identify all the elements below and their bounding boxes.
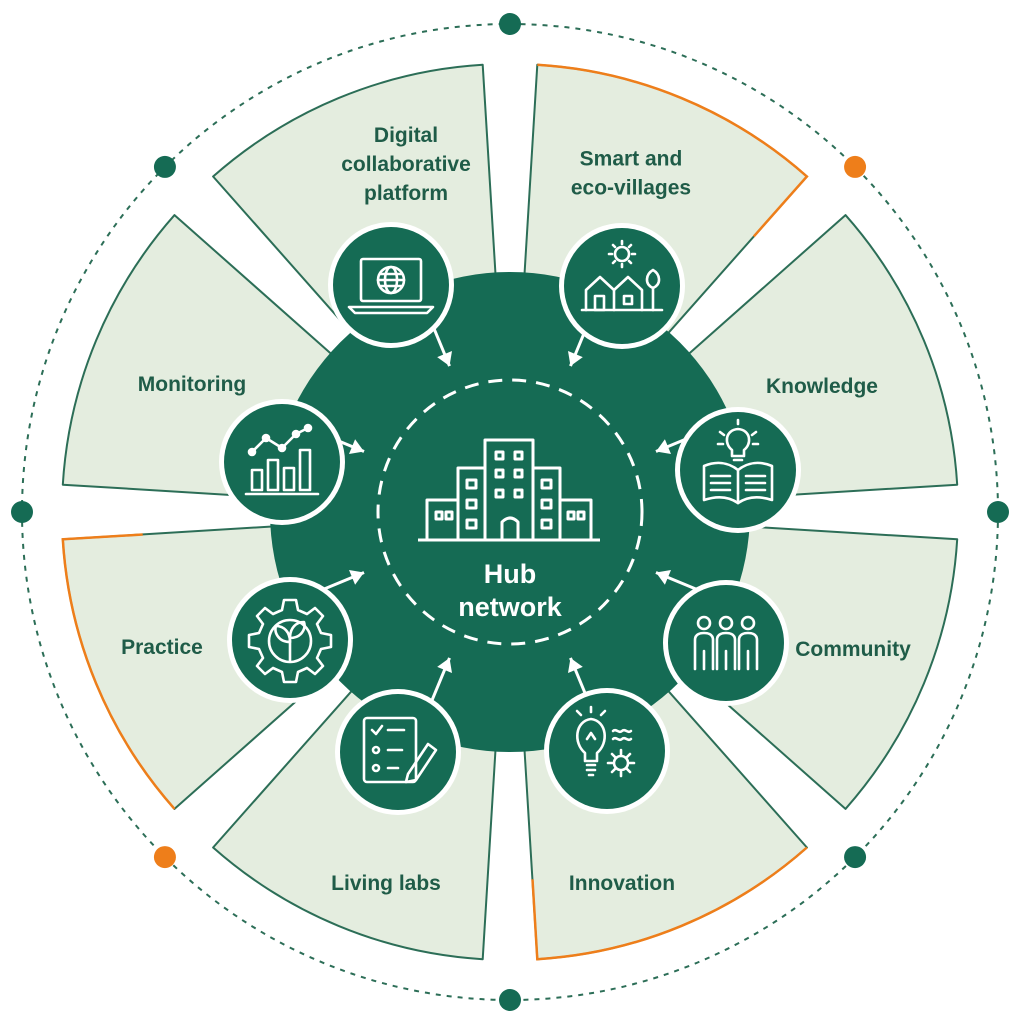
node-disc — [340, 694, 456, 810]
segment-label-knowledge: Knowledge — [766, 375, 878, 398]
segment-accent-innovation — [531, 846, 808, 961]
node-living-labs — [335, 689, 461, 815]
node-innovation — [544, 688, 670, 814]
hub-title-line2: network — [458, 592, 563, 622]
ring-dot — [153, 846, 176, 869]
node-disc — [564, 228, 680, 344]
segment-label-monitoring: Monitoring — [138, 373, 246, 396]
segment-accent-smart — [537, 63, 809, 238]
node-monitoring — [219, 399, 345, 525]
eco-village-icon — [580, 239, 664, 312]
segment-label-digital: Digital — [374, 124, 438, 147]
ring-dot — [499, 989, 521, 1011]
bar-chart-trend-icon — [244, 423, 320, 496]
hub-title-line1: Hub — [484, 559, 536, 589]
icon-nodes — [219, 222, 801, 815]
node-practice — [227, 577, 353, 703]
ring-dot — [844, 155, 867, 178]
ring-dot — [11, 501, 33, 523]
ring-dot — [844, 846, 867, 869]
ring-dot — [499, 13, 521, 35]
ring-dots — [11, 13, 1009, 1011]
node-disc — [668, 585, 784, 701]
laptop-globe-icon — [347, 257, 435, 315]
book-lightbulb-icon — [702, 418, 774, 505]
segment-label-innovation: Innovation — [569, 872, 675, 895]
building-icon — [418, 438, 600, 542]
segment-label-smart: eco-villages — [571, 177, 691, 200]
segment-label-smart: Smart and — [580, 148, 683, 171]
segment-label-digital: collaborative — [341, 153, 471, 176]
node-knowledge — [675, 407, 801, 533]
people-group-icon — [693, 615, 759, 671]
node-disc — [549, 693, 665, 809]
lightbulb-gear-icon — [575, 705, 636, 778]
segment-label-living-labs: Living labs — [331, 872, 441, 895]
segment-accent-practice — [61, 533, 176, 810]
node-smart — [559, 223, 685, 349]
ring-dot — [153, 155, 176, 178]
node-disc — [224, 404, 340, 520]
gear-leaf-icon — [247, 598, 333, 684]
node-digital — [328, 222, 454, 348]
segment-label-digital: platform — [364, 182, 448, 205]
hub-disc — [270, 272, 750, 752]
checklist-pencil-icon — [362, 716, 438, 784]
inner-dashed-ring — [376, 378, 644, 646]
segment-label-community: Community — [795, 638, 911, 661]
node-community — [663, 580, 789, 706]
ring-dot — [987, 501, 1009, 523]
segment-label-practice: Practice — [121, 636, 203, 659]
